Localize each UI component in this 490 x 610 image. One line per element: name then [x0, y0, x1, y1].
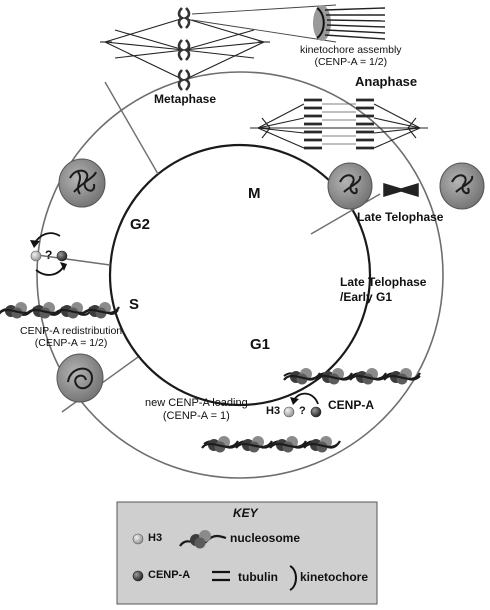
metaphase-label: Metaphase — [154, 92, 217, 106]
g1-cenpa-label: CENP-A — [328, 398, 375, 412]
late-telophase-nucleus-right — [439, 162, 485, 210]
s-phase-nucleus — [56, 353, 104, 403]
anaphase-label: Anaphase — [355, 74, 418, 89]
key-tubulin-label: tubulin — [238, 570, 278, 584]
kinetochore-assembly-label: kinetochore assembly (CENP-A = 1/2) — [300, 44, 402, 68]
new-loading-line2: (CENP-A = 1) — [162, 410, 230, 422]
key-h3-label: H3 — [148, 532, 163, 544]
kinetochore-inset — [313, 5, 386, 41]
key-cenpa-label: CENP-A — [148, 569, 191, 581]
s-phase-exchange-cycle — [30, 232, 68, 276]
s-phase-nucleosome-array — [0, 300, 121, 320]
key-cenpa-sphere — [132, 570, 144, 582]
late-telophase-early-g1-line1: Late Telophase — [340, 275, 427, 289]
key-nucleosome-label: nucleosome — [230, 531, 301, 545]
key-title: KEY — [233, 506, 258, 520]
key-h3-sphere — [132, 533, 144, 545]
redistribution-line1: CENP-A redistribution — [20, 325, 123, 337]
phase-g1-label: G1 — [250, 336, 271, 353]
key-box — [116, 501, 378, 605]
g1-nucleosome-array-top — [282, 366, 422, 386]
s-phase-question-mark: ? — [45, 248, 53, 262]
g1-question-mark: ? — [299, 405, 306, 417]
kinetochore-zoom-wedge — [191, 4, 337, 43]
late-telophase-early-g1-line2: /Early G1 — [340, 290, 393, 304]
metaphase-spindle — [100, 17, 270, 81]
g1-h3-label: H3 — [266, 405, 281, 417]
late-telophase-label: Late Telophase — [357, 210, 444, 224]
s-phase-h3-sphere — [30, 250, 42, 262]
kinetochore-assembly-line2: (CENP-A = 1/2) — [314, 56, 388, 68]
late-telophase-nucleus-left — [327, 162, 373, 210]
g1-nucleosome-array-bottom — [200, 434, 342, 454]
g1-cenpa-sphere — [310, 406, 322, 418]
phase-g2-label: G2 — [130, 216, 151, 233]
phase-s-label: S — [129, 296, 140, 313]
late-telophase-early-g1-label: Late Telophase /Early G1 — [340, 275, 426, 305]
s-phase-cenpa-sphere — [56, 250, 68, 262]
key-kinetochore-icon — [289, 565, 297, 591]
metaphase-chromosomes — [177, 6, 191, 92]
anaphase-spindle — [250, 103, 428, 149]
g1-h3-sphere — [283, 406, 295, 418]
phase-m-label: M — [248, 185, 261, 202]
key-kinetochore-label: kinetochore — [300, 570, 369, 584]
midbody — [383, 182, 419, 198]
key-tubulin-icon — [212, 570, 230, 582]
g1-loading-exchange — [283, 392, 322, 418]
kinetochore-assembly-line1: kinetochore assembly — [300, 44, 402, 56]
g2-nucleus — [58, 158, 106, 208]
new-loading-line1: new CENP-A loading — [145, 397, 248, 409]
new-loading-label: new CENP-A loading (CENP-A = 1) — [145, 397, 248, 423]
anaphase-midzone — [322, 103, 356, 145]
redistribution-label: CENP-A redistribution (CENP-A = 1/2) — [20, 325, 122, 349]
redistribution-line2: (CENP-A = 1/2) — [34, 337, 108, 349]
anaphase-chromatids — [304, 98, 374, 150]
inner-cycle-ring — [108, 143, 372, 407]
key-nucleosome-icon — [179, 530, 227, 549]
outer-cycle-ring — [36, 71, 444, 479]
